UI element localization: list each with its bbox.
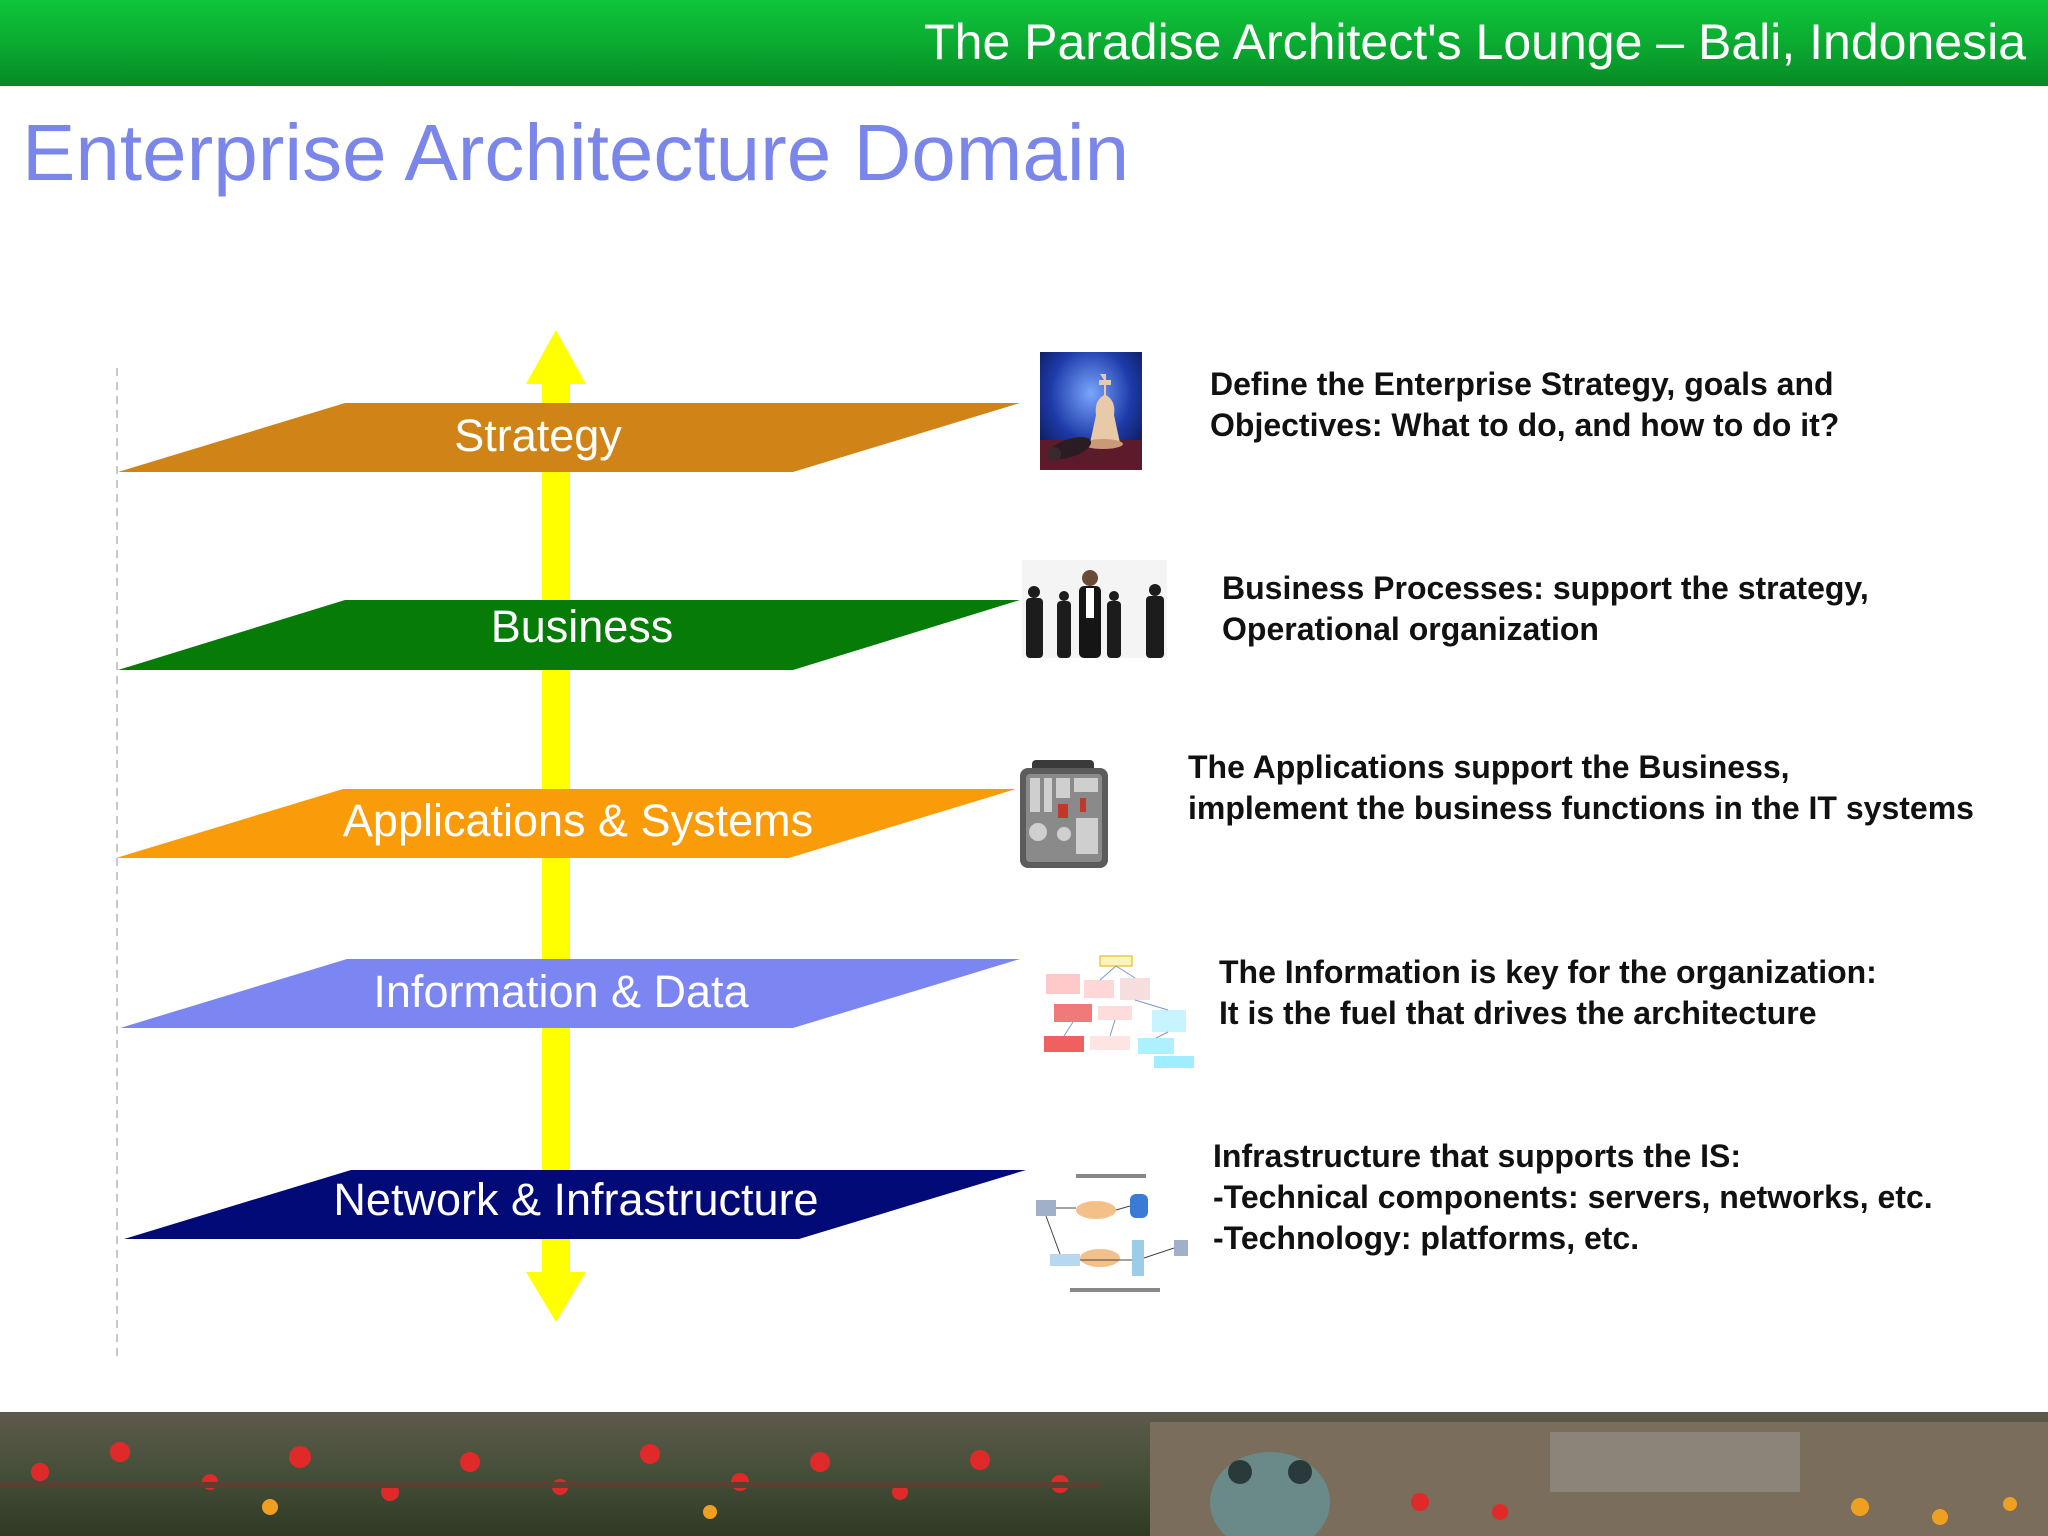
web-services-process-diagram (1030, 1170, 1202, 1302)
header-title: The Paradise Architect's Lounge – Bali, … (924, 14, 2026, 70)
layer-strategy-shape (118, 403, 1020, 472)
description-applications-line-1: The Applications support the Business, (1188, 749, 1790, 785)
toolbox-photo (1018, 758, 1110, 872)
layer-label-information: Information & Data (373, 966, 749, 1017)
layer-label-applications: Applications & Systems (342, 795, 814, 846)
description-information-line-1: The Information is key for the organizat… (1219, 954, 1877, 990)
description-network-line-3: -Technology: platforms, etc. (1213, 1220, 1640, 1256)
axis-arrowhead-down (526, 1272, 586, 1322)
header-bar: The Paradise Architect's Lounge – Bali, … (0, 0, 2048, 86)
description-applications: The Applications support the Business, i… (1188, 747, 1974, 829)
layer-label-business: Business (490, 601, 674, 652)
description-strategy-line-1: Define the Enterprise Strategy, goals an… (1210, 366, 1834, 402)
description-business-line-1: Business Processes: support the strategy… (1222, 570, 1869, 606)
description-network-line-1: Infrastructure that supports the IS: (1213, 1138, 1742, 1174)
description-strategy: Define the Enterprise Strategy, goals an… (1210, 364, 1839, 446)
data-model-diagram (1040, 952, 1202, 1070)
description-information-line-2: It is the fuel that drives the architect… (1219, 995, 1817, 1031)
description-business-line-2: Operational organization (1222, 611, 1599, 647)
garden-flowers-photo (0, 1412, 2048, 1536)
page-title: Enterprise Architecture Domain (22, 108, 1130, 197)
layer-network-shape (124, 1170, 1026, 1239)
description-applications-line-2: implement the business functions in the … (1188, 790, 1974, 826)
description-business: Business Processes: support the strategy… (1222, 568, 1869, 650)
description-network: Infrastructure that supports the IS: -Te… (1213, 1136, 1933, 1259)
chess-pieces-photo (1040, 352, 1142, 470)
business-people-photo (1022, 560, 1167, 658)
layer-label-strategy: Strategy (454, 410, 622, 461)
description-strategy-line-2: Objectives: What to do, and how to do it… (1210, 407, 1840, 443)
description-information: The Information is key for the organizat… (1219, 952, 1877, 1034)
layer-label-network: Network & Infrastructure (333, 1174, 819, 1225)
axis-arrowhead-up (526, 330, 586, 384)
description-network-line-2: -Technical components: servers, networks… (1213, 1179, 1933, 1215)
layer-applications-shape (116, 789, 1016, 858)
layer-business-shape (118, 600, 1020, 670)
layer-information-shape (120, 959, 1020, 1028)
